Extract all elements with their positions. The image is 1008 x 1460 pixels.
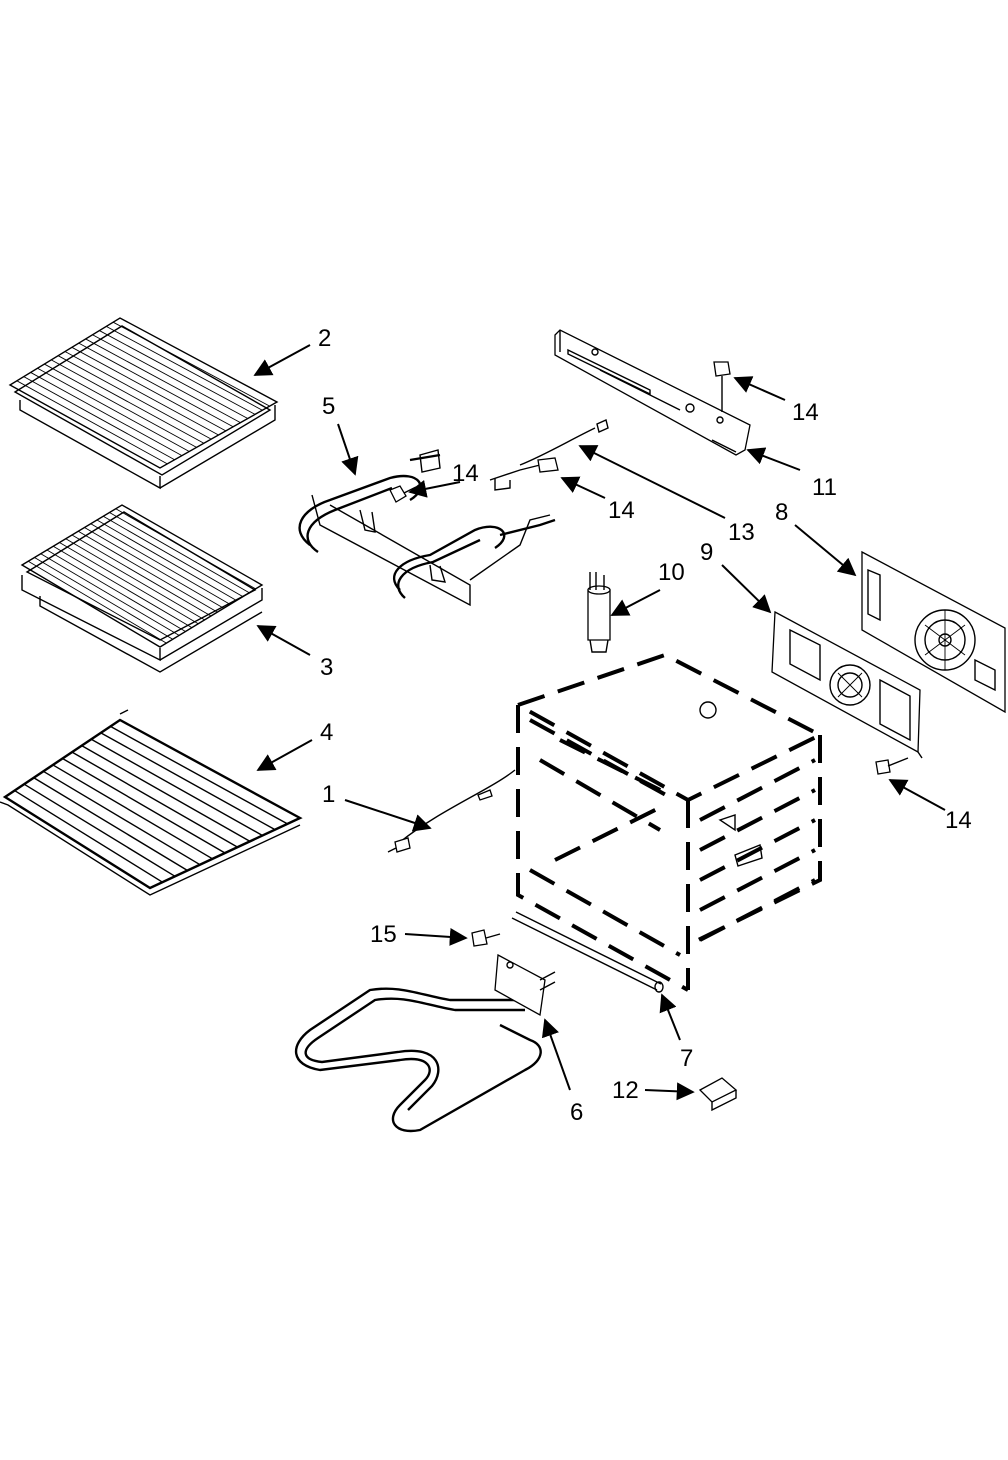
probe-part-1 [388,770,515,852]
rack-wire [82,746,250,842]
rack-wire [24,377,175,460]
callout-6: 6 [570,1099,583,1126]
rack-wire [60,543,199,624]
rack-wire [66,539,205,620]
rack-wire [110,726,287,823]
rack-wire [91,524,230,605]
rack-wire [53,765,213,859]
rack-wire [72,752,237,847]
callout-5: 5 [322,393,335,420]
callout-13: 13 [728,519,755,546]
rack-wire [99,331,255,415]
rack-wire [35,558,173,640]
rack-wire [53,546,192,627]
screw-part-14-b [714,362,730,412]
callout-10: 10 [658,559,685,586]
rack-wire [72,535,211,616]
rack-wire [17,381,167,464]
rack-wire [79,343,233,427]
rack-wire [28,561,166,643]
rack-wire [116,509,256,589]
callout-14-c: 14 [608,497,635,524]
broil-element-part-5 [300,450,555,605]
rack-wire [72,347,226,431]
callout-12: 12 [612,1077,639,1104]
screw-part-14-d [876,758,908,774]
rack-wire [41,554,179,636]
rack-wire [34,778,188,871]
callout-2: 2 [318,325,331,352]
callout-11: 11 [812,474,837,501]
callout-3: 3 [320,654,333,681]
bracket-part-11 [555,330,750,455]
rack-wire [91,739,262,835]
rack-wire [110,513,250,593]
oven-rack-part-4 [0,710,300,895]
callout-14-b: 14 [792,399,819,426]
callout-1: 1 [322,781,335,808]
callout-7: 7 [680,1045,693,1072]
callout-14-a: 14 [452,460,479,487]
rack-wire [97,520,237,601]
rack-wire [93,335,248,419]
rack-wire [38,368,190,451]
rack-wire [65,352,219,436]
rack-wire [85,528,224,609]
rack-wire [106,326,262,410]
thermostat-part-10 [588,572,610,652]
callout-9: 9 [700,539,713,566]
callout-14-d: 14 [945,807,972,834]
rack-wire [103,516,243,596]
oven-rack-part-3 [22,505,262,672]
rack-wire [63,759,226,854]
rack-wire [58,356,211,439]
rack-wire [43,771,200,864]
callout-15: 15 [370,921,397,948]
oven-cavity [518,655,820,990]
callout-4: 4 [320,719,333,746]
sensor-part-13 [490,420,608,490]
clip-part-12 [700,1078,736,1110]
rack-wire [113,322,270,406]
callout-8: 8 [775,499,788,526]
bake-element-part-6 [296,955,555,1131]
rack-wire [51,360,204,443]
screw-part-15 [472,930,500,946]
oven-rack-part-2 [10,318,277,488]
rack-wire [101,733,275,830]
rack-wire [47,550,186,632]
rack-wire [44,364,196,447]
rack-wire [78,531,217,612]
callout-arrows [255,345,945,1092]
